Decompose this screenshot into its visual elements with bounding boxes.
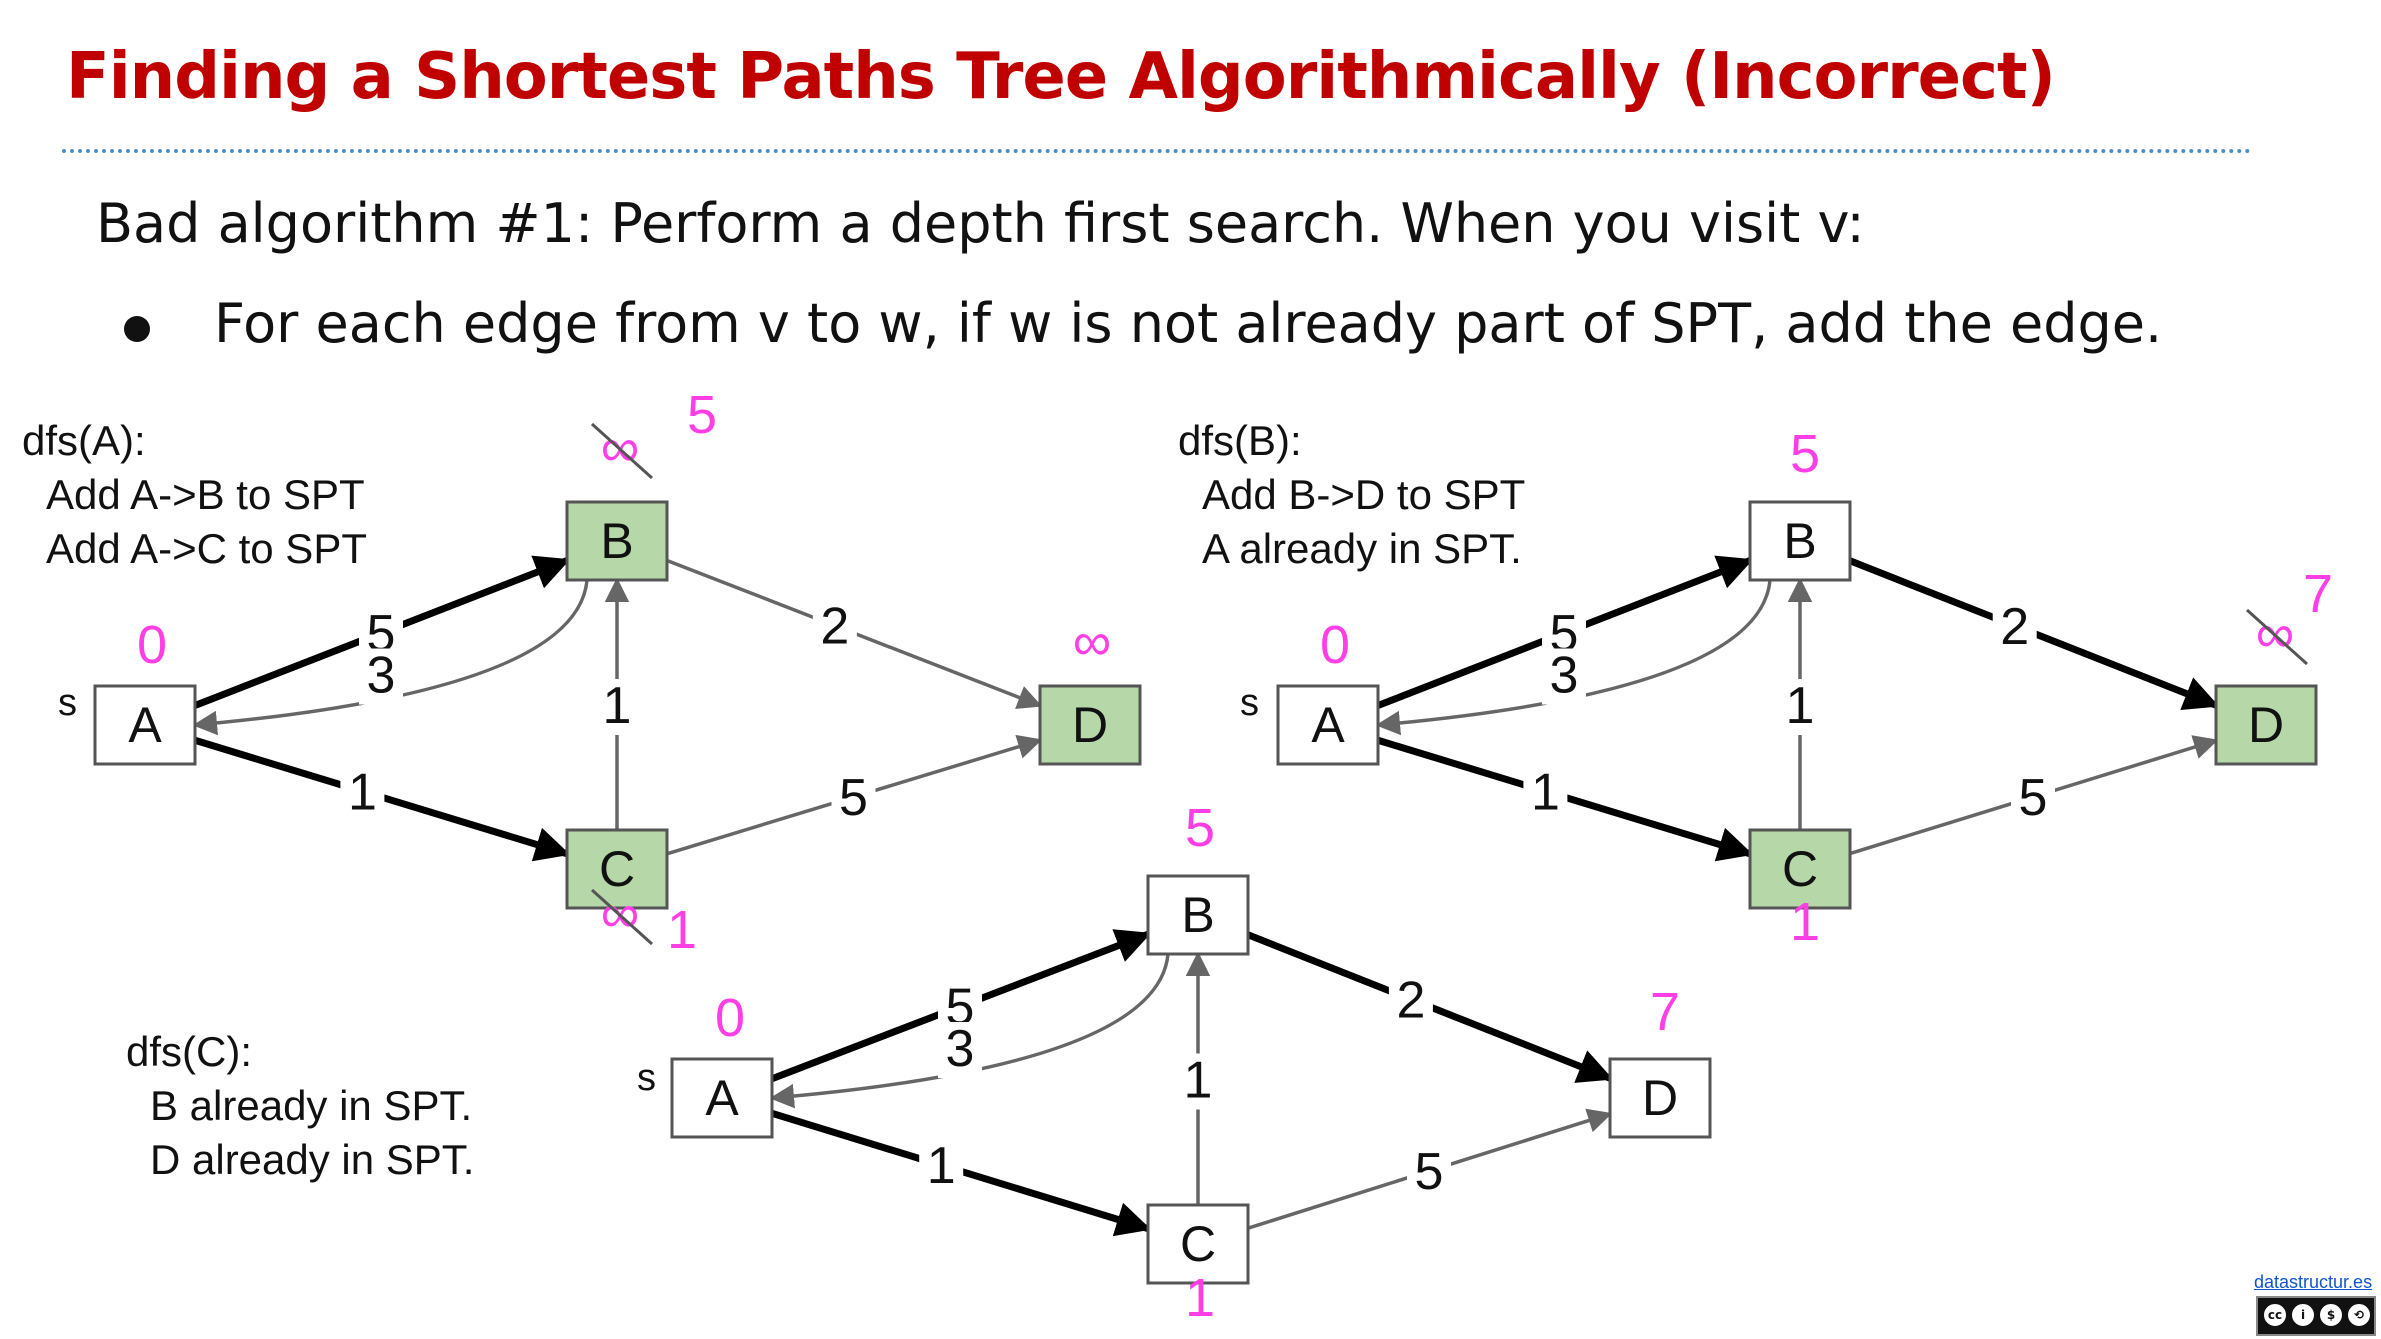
edge-b-a <box>192 579 589 736</box>
distance-c: 1 <box>667 900 697 960</box>
edge-weight-c-d: 5 <box>1415 1143 1444 1201</box>
node-label-c: C <box>1180 1216 1216 1272</box>
graph-panel-2: dfs(B): Add B->D to SPT A already in SPT. 5… <box>1178 417 2333 952</box>
panel-note: dfs(A): <box>22 417 146 464</box>
node-c <box>565 828 669 910</box>
node-label-c: C <box>599 841 635 897</box>
edge-label-bg <box>1388 973 1433 1030</box>
cc-license-icon: cc i $ ⟲ <box>2256 1296 2376 1336</box>
algorithm-bullet: For each edge from v to w, if w is not a… <box>214 292 2163 355</box>
node-a <box>670 1057 774 1139</box>
distance-d: 7 <box>1650 982 1680 1042</box>
edge-weight-c-b: 1 <box>1786 677 1815 735</box>
edge-weight-c-b: 1 <box>603 677 632 735</box>
node-label-b: B <box>1783 513 1816 569</box>
edge-label-bg <box>595 679 639 735</box>
edge-label-bg <box>1992 599 2037 656</box>
edge-weight-c-d: 5 <box>839 769 868 827</box>
node-c <box>1748 828 1852 910</box>
node-label-c: C <box>1782 841 1818 897</box>
edge-weight-b-a: 3 <box>367 647 396 705</box>
edge-label-bg <box>1542 648 1586 705</box>
edge-label-bg <box>340 765 385 822</box>
edge-weight-a-c: 1 <box>1531 763 1560 821</box>
source-label: s <box>1240 682 1259 724</box>
edge-b-a <box>1375 579 1772 736</box>
node-label-a: A <box>705 1070 739 1126</box>
credit-link[interactable]: datastructur.es <box>2254 1272 2373 1292</box>
node-label-a: A <box>128 697 162 753</box>
edge-weight-c-d: 5 <box>2019 769 2048 827</box>
panel-note: Add A->C to SPT <box>46 525 367 572</box>
edge-weight-b-d: 2 <box>2000 598 2029 656</box>
node-b <box>1146 874 1250 956</box>
edge-weight-a-c: 1 <box>927 1137 956 1195</box>
node-d <box>1608 1057 1712 1139</box>
bullet-dot <box>124 316 150 342</box>
node-d <box>1038 684 1142 766</box>
strike-line <box>590 888 654 946</box>
distance-b: 5 <box>687 385 717 445</box>
edge-label-bg <box>1407 1145 1451 1201</box>
edge-b-a <box>769 953 1170 1109</box>
distance-a: 0 <box>137 615 167 675</box>
panel-note: dfs(C): <box>126 1028 252 1075</box>
graph-panel-1: dfs(A): Add A->B to SPT Add A->C to SPT 5 1 3… <box>22 385 1142 960</box>
strike-line <box>2245 608 2309 666</box>
distance-b: 5 <box>1790 424 1820 484</box>
distance-d: ∞ <box>1073 612 1112 672</box>
edge-weight-a-c: 1 <box>348 763 377 821</box>
distance-c: 1 <box>1185 1268 1215 1328</box>
node-a <box>93 684 197 766</box>
edge-weight-b-a: 3 <box>1550 647 1579 705</box>
node-label-b: B <box>600 513 633 569</box>
edge-label-bg <box>919 1139 964 1196</box>
node-label-a: A <box>1311 697 1345 753</box>
node-label-d: D <box>2248 697 2284 753</box>
node-label-d: D <box>1072 697 1108 753</box>
panel-note: B already in SPT. <box>150 1082 472 1129</box>
algorithm-description: Bad algorithm #1: Perform a depth first … <box>96 192 1865 255</box>
node-label-d: D <box>1642 1070 1678 1126</box>
node-label-b: B <box>1181 887 1214 943</box>
node-b <box>1748 500 1852 582</box>
node-d <box>2214 684 2318 766</box>
slide-title: Finding a Shortest Paths Tree Algorithmi… <box>66 40 2056 114</box>
panel-note: D already in SPT. <box>150 1136 474 1183</box>
node-b <box>565 500 669 582</box>
panel-note: dfs(B): <box>1178 417 1302 464</box>
distance-d: 7 <box>2303 564 2333 624</box>
node-a <box>1276 684 1380 766</box>
node-c <box>1146 1203 1250 1285</box>
edge-weight-c-b: 1 <box>1184 1052 1213 1110</box>
distance-b: 5 <box>1185 798 1215 858</box>
panel-note: A already in SPT. <box>1202 525 1522 572</box>
edge-label-bg <box>831 771 876 827</box>
edge-label-bg <box>1176 1053 1220 1110</box>
edge-label-bg <box>359 648 403 705</box>
edge-weight-b-a: 3 <box>946 1020 975 1078</box>
distance-a: 0 <box>1320 615 1350 675</box>
edge-label-bg <box>1778 679 1822 735</box>
graph-panel-3: dfs(C): B already in SPT. D already in SPT… <box>126 798 1712 1328</box>
source-label: s <box>637 1057 656 1099</box>
edge-label-bg <box>938 1022 982 1078</box>
panel-note: Add A->B to SPT <box>46 471 365 518</box>
title-divider <box>62 149 2252 153</box>
edge-weight-b-d: 2 <box>820 598 849 656</box>
edge-weight-b-d: 2 <box>1396 971 1425 1029</box>
edge-label-bg <box>812 599 857 656</box>
panel-note: Add B->D to SPT <box>1202 471 1525 518</box>
edge-label-bg <box>2011 771 2055 827</box>
source-label: s <box>58 682 77 724</box>
edge-label-bg <box>1523 765 1568 822</box>
strike-line <box>590 422 654 480</box>
distance-a: 0 <box>715 988 745 1048</box>
distance-c: 1 <box>1790 892 1820 952</box>
